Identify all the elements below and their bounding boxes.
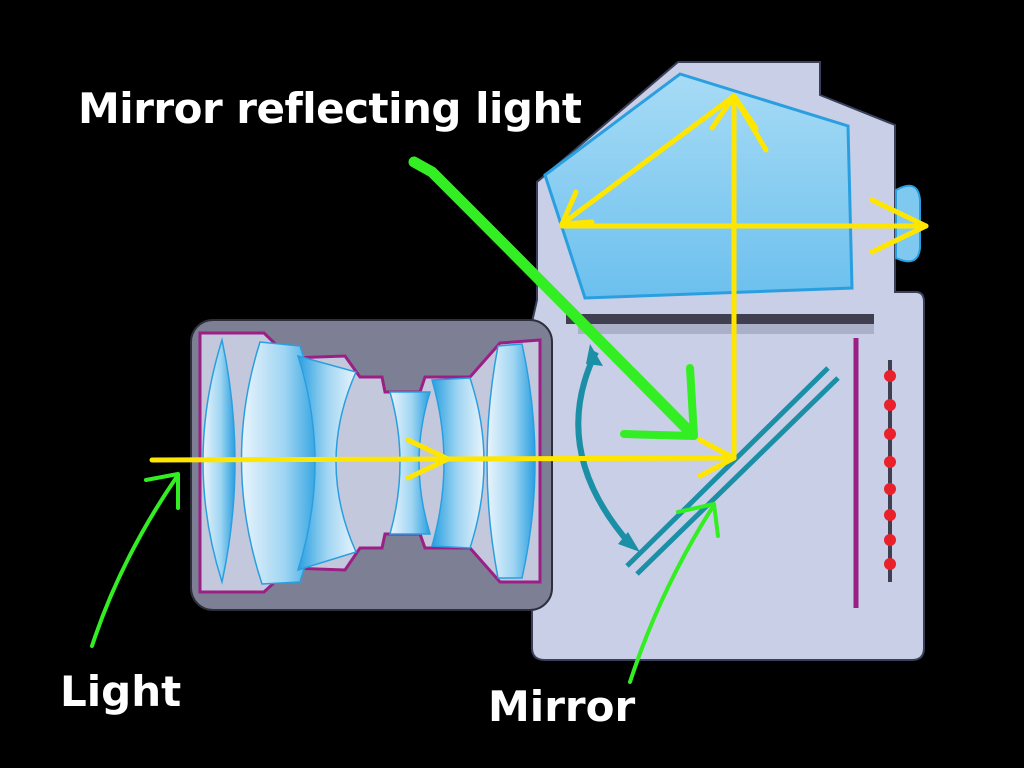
arrowhead-mirror-reflecting-light bbox=[620, 364, 698, 440]
light-path bbox=[149, 93, 929, 481]
ray-arrowhead-eyepiece bbox=[869, 197, 929, 255]
pentaprism bbox=[543, 72, 854, 300]
ray-arrowhead-top-right bbox=[731, 93, 769, 153]
lens-element-4 bbox=[389, 391, 432, 535]
label-mirror-reflecting-light: Mirror reflecting light bbox=[78, 84, 582, 133]
reflex-mirror bbox=[625, 366, 840, 576]
arrowhead-light bbox=[144, 472, 180, 510]
mirror-swing-arrow bbox=[575, 344, 640, 552]
lens-element-3 bbox=[296, 354, 358, 572]
lens-element-5 bbox=[431, 377, 485, 549]
focusing-screen bbox=[566, 314, 874, 324]
arrow-mirror-reflecting-light bbox=[408, 156, 694, 436]
arrow-light bbox=[90, 476, 178, 648]
arrow-mirror bbox=[628, 506, 714, 684]
arrowhead-mirror bbox=[676, 502, 720, 538]
swing-arrowhead-top bbox=[586, 344, 603, 366]
shutter-dots bbox=[884, 370, 896, 570]
ray-prism-diagonal bbox=[559, 93, 737, 227]
lens-assembly bbox=[190, 319, 553, 611]
annotation-arrows bbox=[90, 156, 720, 684]
label-light: Light bbox=[60, 667, 182, 716]
swing-arrowhead-bottom bbox=[618, 532, 640, 552]
ray-arrowhead-mid bbox=[405, 437, 451, 481]
focusing-screen-shadow bbox=[578, 324, 874, 334]
label-mirror: Mirror bbox=[488, 682, 636, 731]
